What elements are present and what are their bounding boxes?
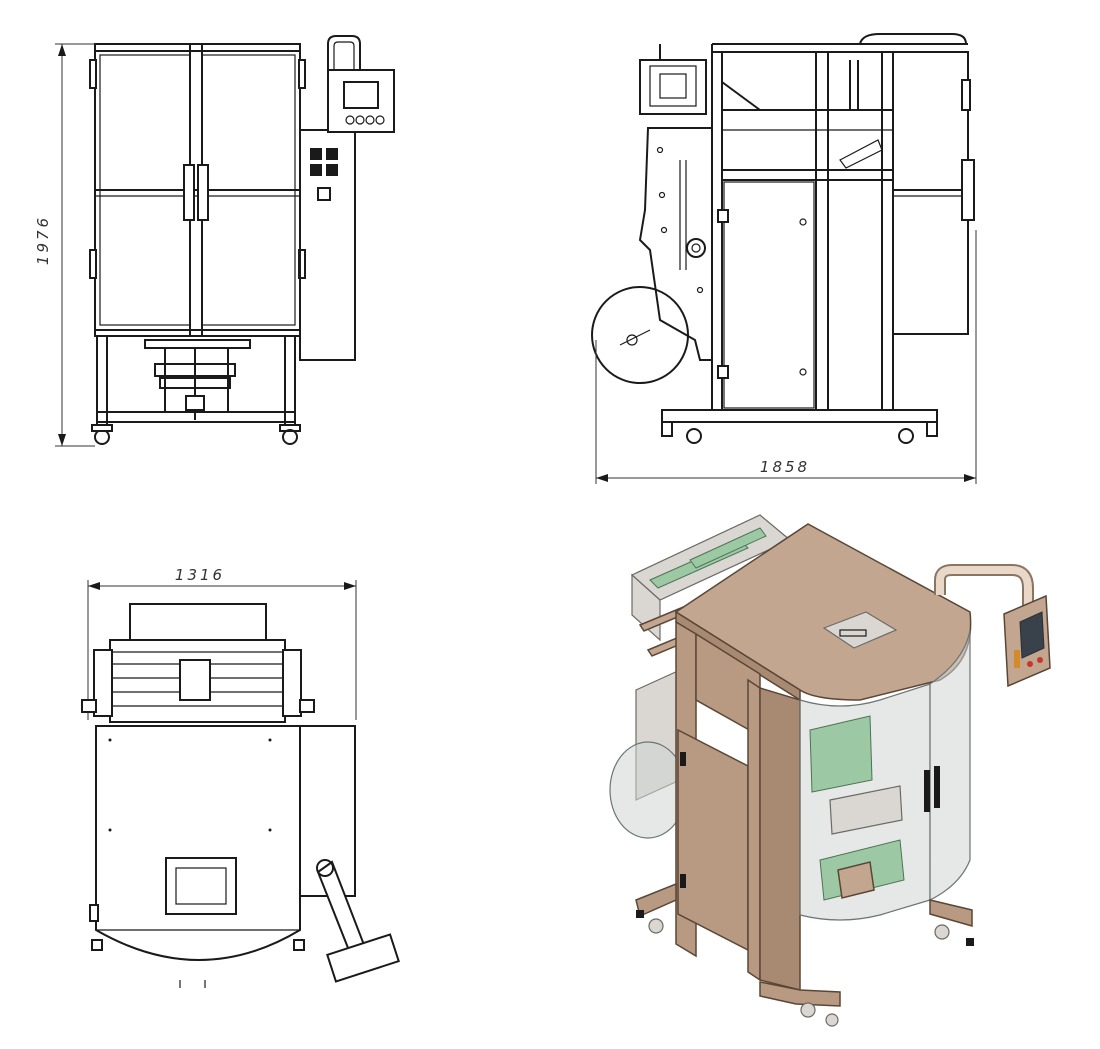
side-door bbox=[723, 181, 815, 409]
side-base bbox=[661, 409, 938, 423]
top-hatch bbox=[165, 857, 237, 915]
hmi-arm bbox=[327, 35, 361, 96]
top-hmi-panel bbox=[326, 933, 400, 983]
front-view: 1976 bbox=[34, 35, 395, 447]
caster bbox=[94, 429, 110, 445]
width-dimension-label: 1858 bbox=[760, 458, 810, 476]
hmi-screen bbox=[343, 81, 379, 109]
top-body bbox=[95, 725, 301, 961]
iso-front-door bbox=[677, 728, 749, 952]
depth-dimension-label: 1316 bbox=[175, 566, 225, 584]
top-view: 1316 bbox=[81, 566, 400, 988]
height-dimension-label: 1976 bbox=[34, 215, 52, 265]
film-roll bbox=[591, 286, 689, 384]
side-view: 1858 bbox=[591, 33, 977, 484]
door-handle-right bbox=[197, 164, 209, 221]
forming-plate bbox=[638, 127, 713, 361]
caster bbox=[282, 429, 298, 445]
isometric-view bbox=[609, 514, 1051, 1027]
side-hmi-panel bbox=[639, 59, 707, 115]
side-cabinet bbox=[892, 51, 969, 335]
door-handle-left bbox=[183, 164, 195, 221]
